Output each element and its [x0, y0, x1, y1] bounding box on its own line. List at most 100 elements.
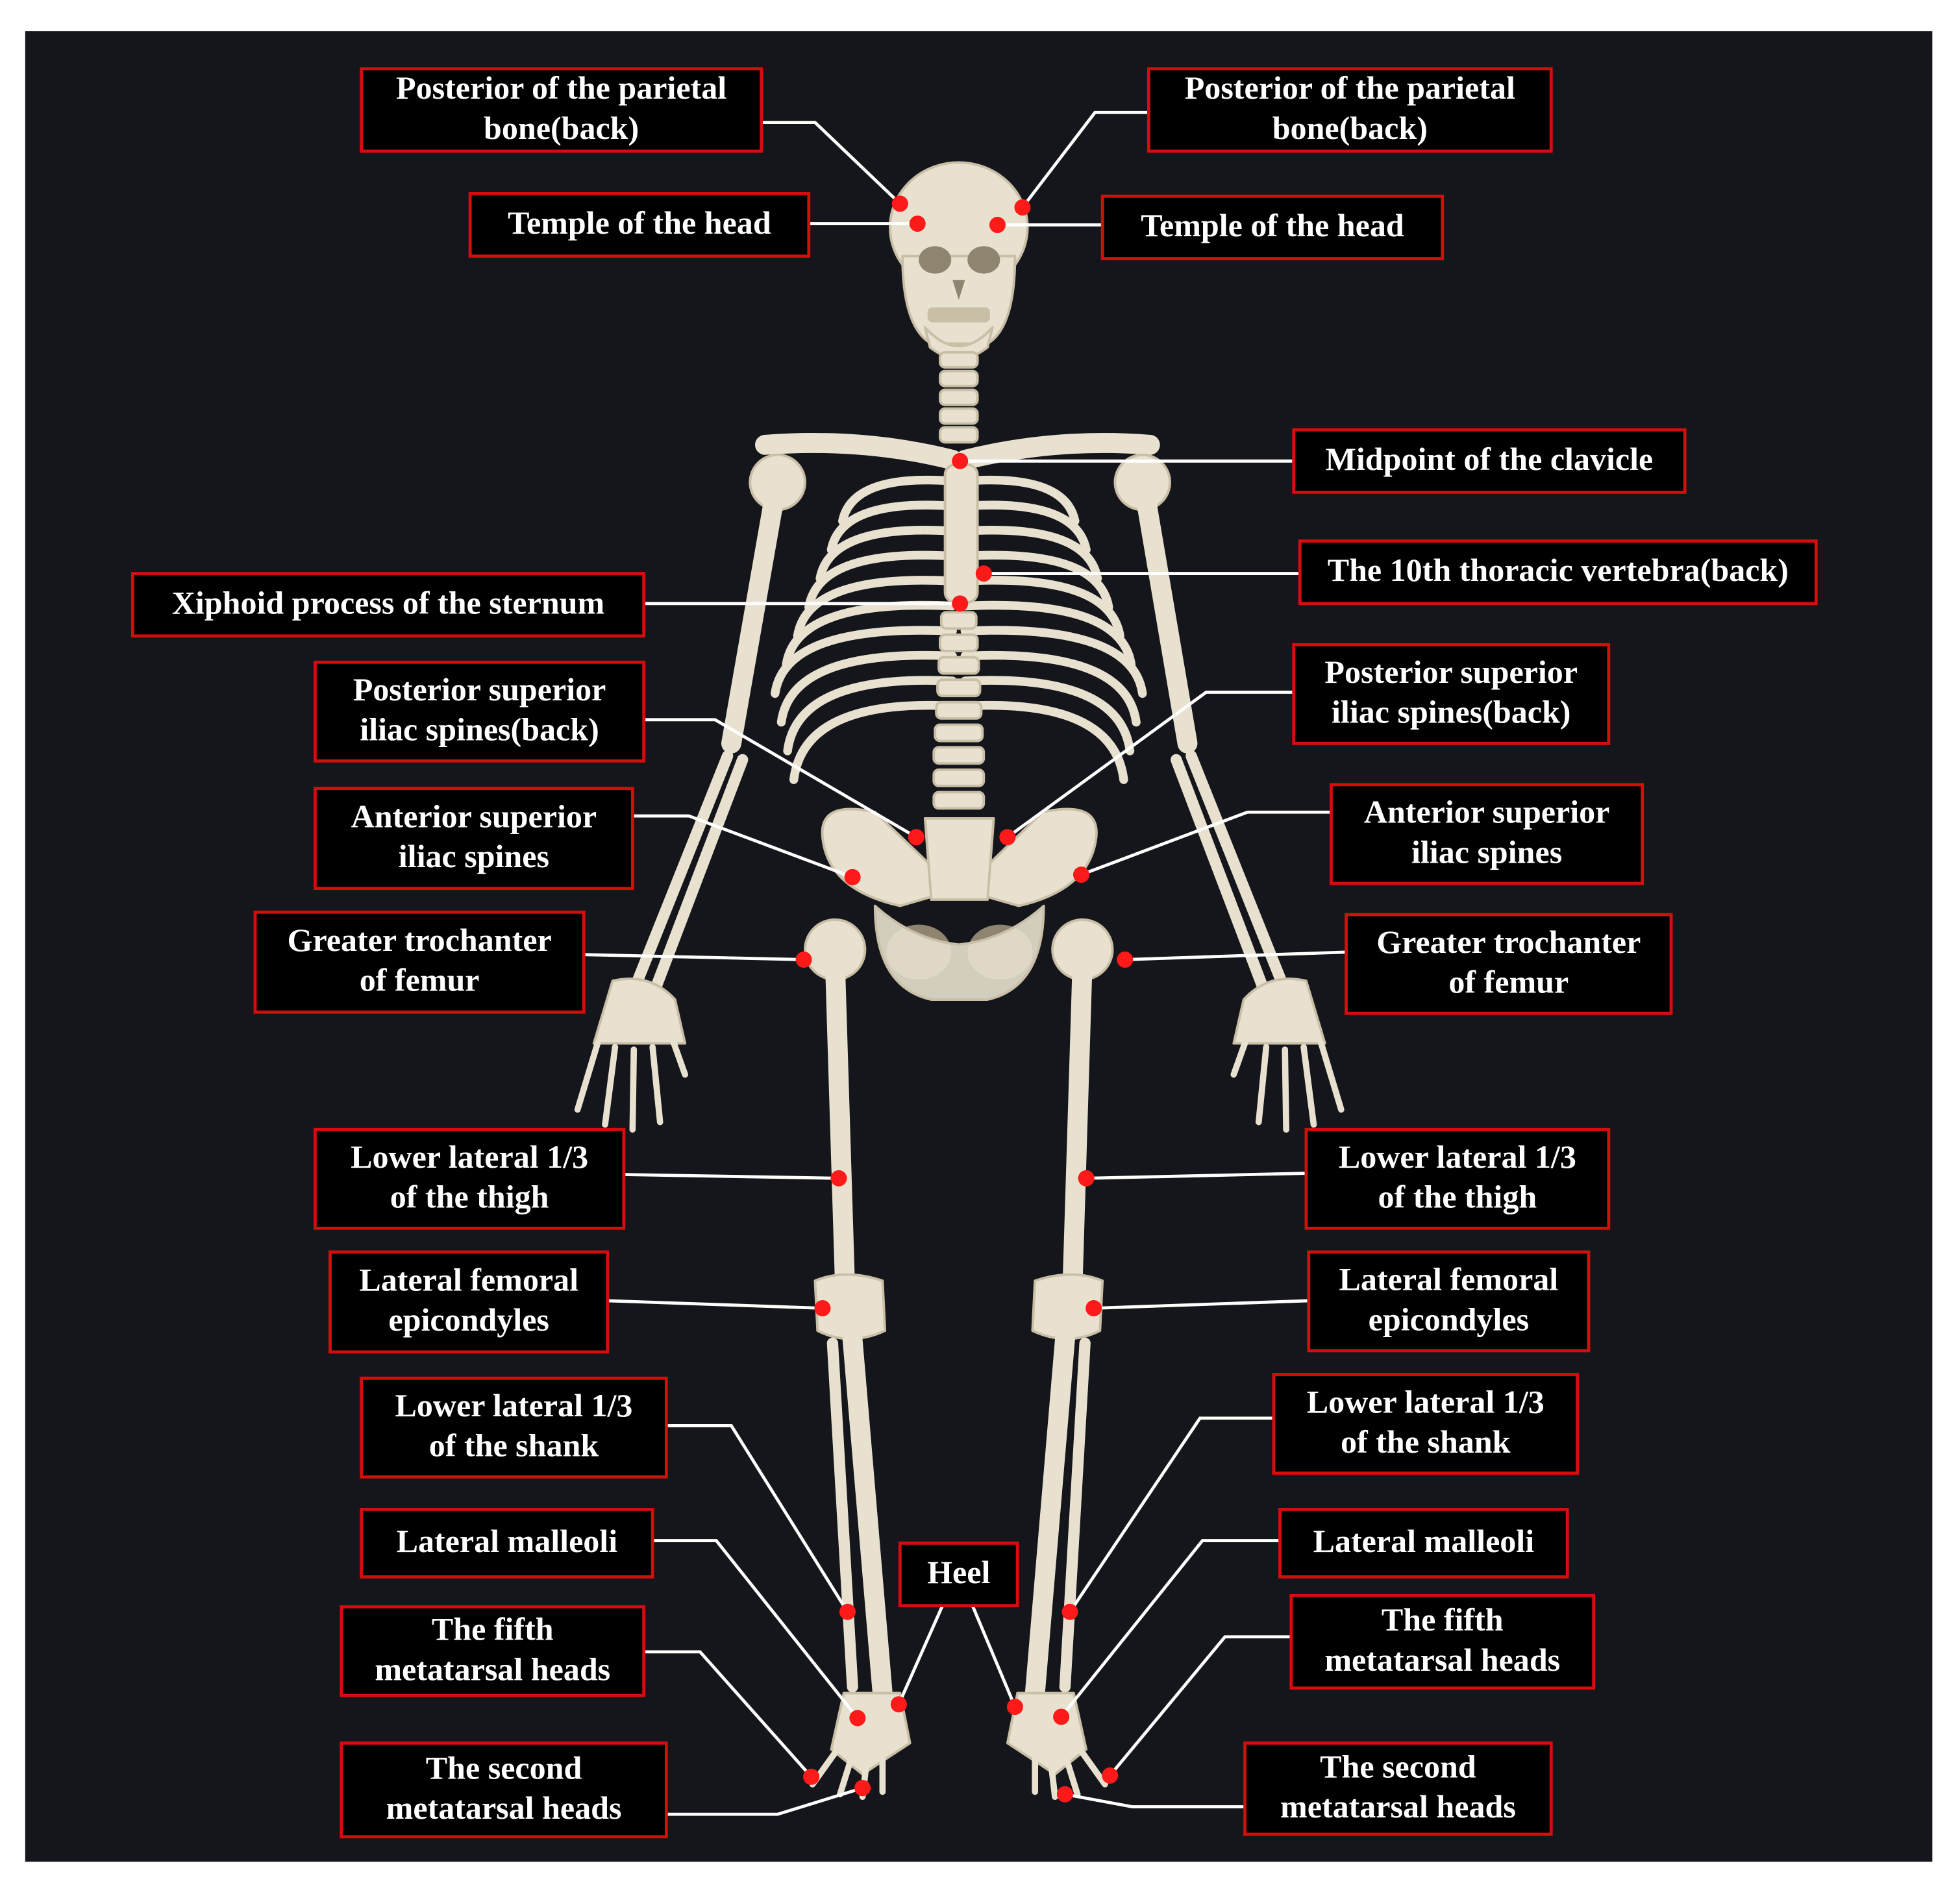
marker-dot	[1078, 1170, 1095, 1187]
label-text-parietal-right: Posterior of the parietal	[1185, 69, 1515, 106]
label-temple-left: Temple of the head	[468, 191, 811, 258]
label-box-thigh-right	[1304, 1127, 1611, 1230]
marker-points	[795, 195, 1134, 1803]
marker-dot	[1056, 1786, 1073, 1803]
label-box-temple-right	[1100, 194, 1445, 260]
label-box-parietal-left	[360, 67, 763, 153]
label-clavicle: Midpoint of the clavicle	[1292, 428, 1687, 494]
label-thoracic-10: The 10th thoracic vertebra(back)	[1298, 539, 1818, 606]
leader-line-shank-left	[666, 1424, 849, 1613]
label-box-thoracic-10	[1298, 539, 1818, 606]
marker-dot	[1061, 1603, 1078, 1620]
label-text-meta2-left: metatarsal heads	[386, 1790, 622, 1826]
label-text-asis-left: Anterior superior	[351, 798, 597, 834]
label-text-psis-right: Posterior superior	[1324, 654, 1578, 690]
label-text-meta2-right: The second	[1320, 1748, 1476, 1784]
leader-line-trochanter-right	[1124, 950, 1346, 961]
label-box-trochanter-left	[253, 910, 586, 1014]
label-text-psis-right: iliac spines(back)	[1332, 694, 1570, 730]
marker-dot	[1006, 1699, 1023, 1716]
skeleton-illustration	[574, 161, 1345, 1800]
leader-line-parietal-left	[761, 121, 901, 205]
leader-line-psis-right	[1006, 691, 1294, 839]
label-temple-right: Temple of the head	[1100, 194, 1445, 260]
marker-dot	[849, 1710, 866, 1727]
sternum	[943, 463, 979, 604]
label-box-epicondyle-left	[329, 1250, 610, 1354]
marker-dot	[891, 195, 908, 212]
label-text-thigh-left: of the thigh	[390, 1179, 549, 1215]
label-text-meta2-right: metatarsal heads	[1280, 1788, 1516, 1825]
label-shank-right: Lower lateral 1/3of the shank	[1272, 1373, 1580, 1475]
label-text-thigh-right: Lower lateral 1/3	[1339, 1138, 1576, 1175]
label-text-trochanter-right: of femur	[1448, 964, 1569, 1000]
leader-line-malleoli-right	[1060, 1539, 1280, 1718]
label-heel: Heel	[898, 1541, 1019, 1608]
label-text-parietal-right: bone(back)	[1272, 110, 1428, 146]
label-box-heel	[898, 1541, 1019, 1608]
leader-line-shank-right	[1069, 1416, 1274, 1613]
label-malleoli-right: Lateral malleoli	[1278, 1508, 1569, 1579]
marker-dot	[952, 452, 969, 469]
marker-dot	[908, 829, 924, 846]
cervical-spine	[938, 351, 979, 444]
label-thigh-right: Lower lateral 1/3of the thigh	[1304, 1127, 1611, 1230]
label-text-xiphoid: Xiphoid process of the sternum	[172, 584, 604, 621]
label-text-epicondyle-left: Lateral femoral	[359, 1262, 578, 1298]
marker-dot	[909, 215, 926, 232]
marker-dot	[989, 216, 1006, 234]
label-shank-left: Lower lateral 1/3of the shank	[360, 1376, 668, 1479]
label-text-trochanter-right: Greater trochanter	[1376, 924, 1641, 960]
leader-line-thigh-right	[1086, 1172, 1306, 1180]
marker-dot	[854, 1780, 871, 1797]
label-text-meta5-right: metatarsal heads	[1324, 1642, 1560, 1678]
label-meta2-right: The second metatarsal heads	[1243, 1741, 1553, 1836]
marker-dot	[1014, 199, 1031, 216]
pelvis	[821, 807, 1098, 1001]
label-box-parietal-right	[1147, 67, 1553, 153]
label-text-malleoli-left: Lateral malleoli	[397, 1523, 618, 1559]
label-box-asis-left	[313, 787, 634, 891]
label-box-epicondyle-right	[1307, 1250, 1591, 1353]
marker-dot	[839, 1603, 856, 1620]
label-xiphoid: Xiphoid process of the sternum	[130, 572, 646, 638]
leader-line-asis-left	[632, 814, 853, 879]
marker-dot	[1073, 866, 1089, 883]
label-malleoli-left: Lateral malleoli	[360, 1508, 654, 1579]
label-text-parietal-left: bone(back)	[484, 110, 639, 146]
leader-lines	[584, 110, 1346, 1816]
label-psis-right: Posterior superior iliac spines(back)	[1292, 643, 1611, 745]
label-parietal-right: Posterior of the parietal bone(back)	[1147, 67, 1553, 153]
leader-line-asis-right	[1080, 810, 1332, 876]
ribcage	[771, 475, 1147, 784]
leader-line-epicondyle-right	[1093, 1299, 1309, 1310]
label-box-meta5-right	[1289, 1594, 1596, 1690]
right-arm	[1135, 483, 1345, 1133]
label-box-xiphoid	[130, 572, 646, 638]
marker-dot	[1102, 1767, 1119, 1784]
label-text-meta5-left: metatarsal heads	[375, 1651, 610, 1687]
label-meta2-left: The second metatarsal heads	[340, 1741, 668, 1839]
label-trochanter-right: Greater trochanter of femur	[1345, 913, 1673, 1015]
label-text-asis-right: iliac spines	[1411, 833, 1562, 870]
label-text-temple-left: Temple of the head	[508, 204, 771, 241]
label-thigh-left: Lower lateral 1/3 of the thigh	[313, 1127, 626, 1230]
marker-dot	[814, 1299, 831, 1317]
label-text-temple-right: Temple of the head	[1141, 207, 1404, 243]
label-text-meta2-left: The second	[426, 1749, 582, 1786]
label-box-malleoli-left	[360, 1508, 654, 1579]
label-box-malleoli-right	[1278, 1508, 1569, 1579]
marker-dot	[975, 565, 992, 582]
left-clavicle	[754, 433, 963, 470]
label-text-shank-right: Lower lateral 1/3	[1307, 1383, 1544, 1420]
leader-line-thigh-left	[623, 1173, 839, 1180]
label-box-psis-left	[313, 660, 646, 763]
label-box-meta2-right	[1243, 1741, 1553, 1836]
label-text-thigh-left: Lower lateral 1/3	[351, 1138, 588, 1175]
